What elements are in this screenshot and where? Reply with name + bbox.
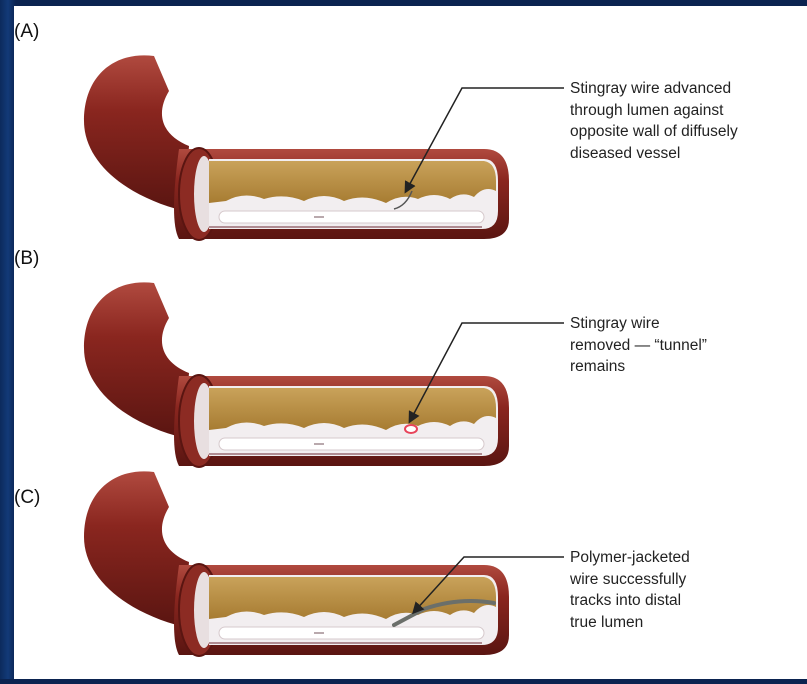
caption-b-line-3: remains xyxy=(570,356,805,378)
vessel-c xyxy=(84,471,509,656)
caption-c-line-1: Polymer-jacketed xyxy=(570,547,805,569)
caption-a-line-3: opposite wall of diffusely xyxy=(570,121,805,143)
caption-a-line-2: through lumen against xyxy=(570,100,805,122)
vessel-b xyxy=(84,282,509,467)
vessel-diagram-a xyxy=(14,41,574,263)
panel-a-label: (A) xyxy=(14,21,39,43)
caption-c-line-3: tracks into distal xyxy=(570,590,805,612)
vessel-diagram-c xyxy=(14,457,574,679)
diagram-canvas: (A) (B) (C) xyxy=(14,6,807,679)
tunnel-marker xyxy=(405,425,417,433)
caption-c-line-4: true lumen xyxy=(570,612,805,634)
caption-c: Polymer-jacketed wire successfully track… xyxy=(570,547,805,633)
panel-b-label: (B) xyxy=(14,248,39,270)
caption-b: Stingray wire removed — “tunnel” remains xyxy=(570,313,805,378)
caption-a-line-4: diseased vessel xyxy=(570,143,805,165)
caption-b-line-1: Stingray wire xyxy=(570,313,805,335)
caption-c-line-2: wire successfully xyxy=(570,569,805,591)
slide-bottom-strip xyxy=(0,679,807,684)
caption-a-line-1: Stingray wire advanced xyxy=(570,78,805,100)
caption-a: Stingray wire advanced through lumen aga… xyxy=(570,78,805,164)
vessel-a xyxy=(84,55,509,240)
caption-b-line-2: removed — “tunnel” xyxy=(570,335,805,357)
